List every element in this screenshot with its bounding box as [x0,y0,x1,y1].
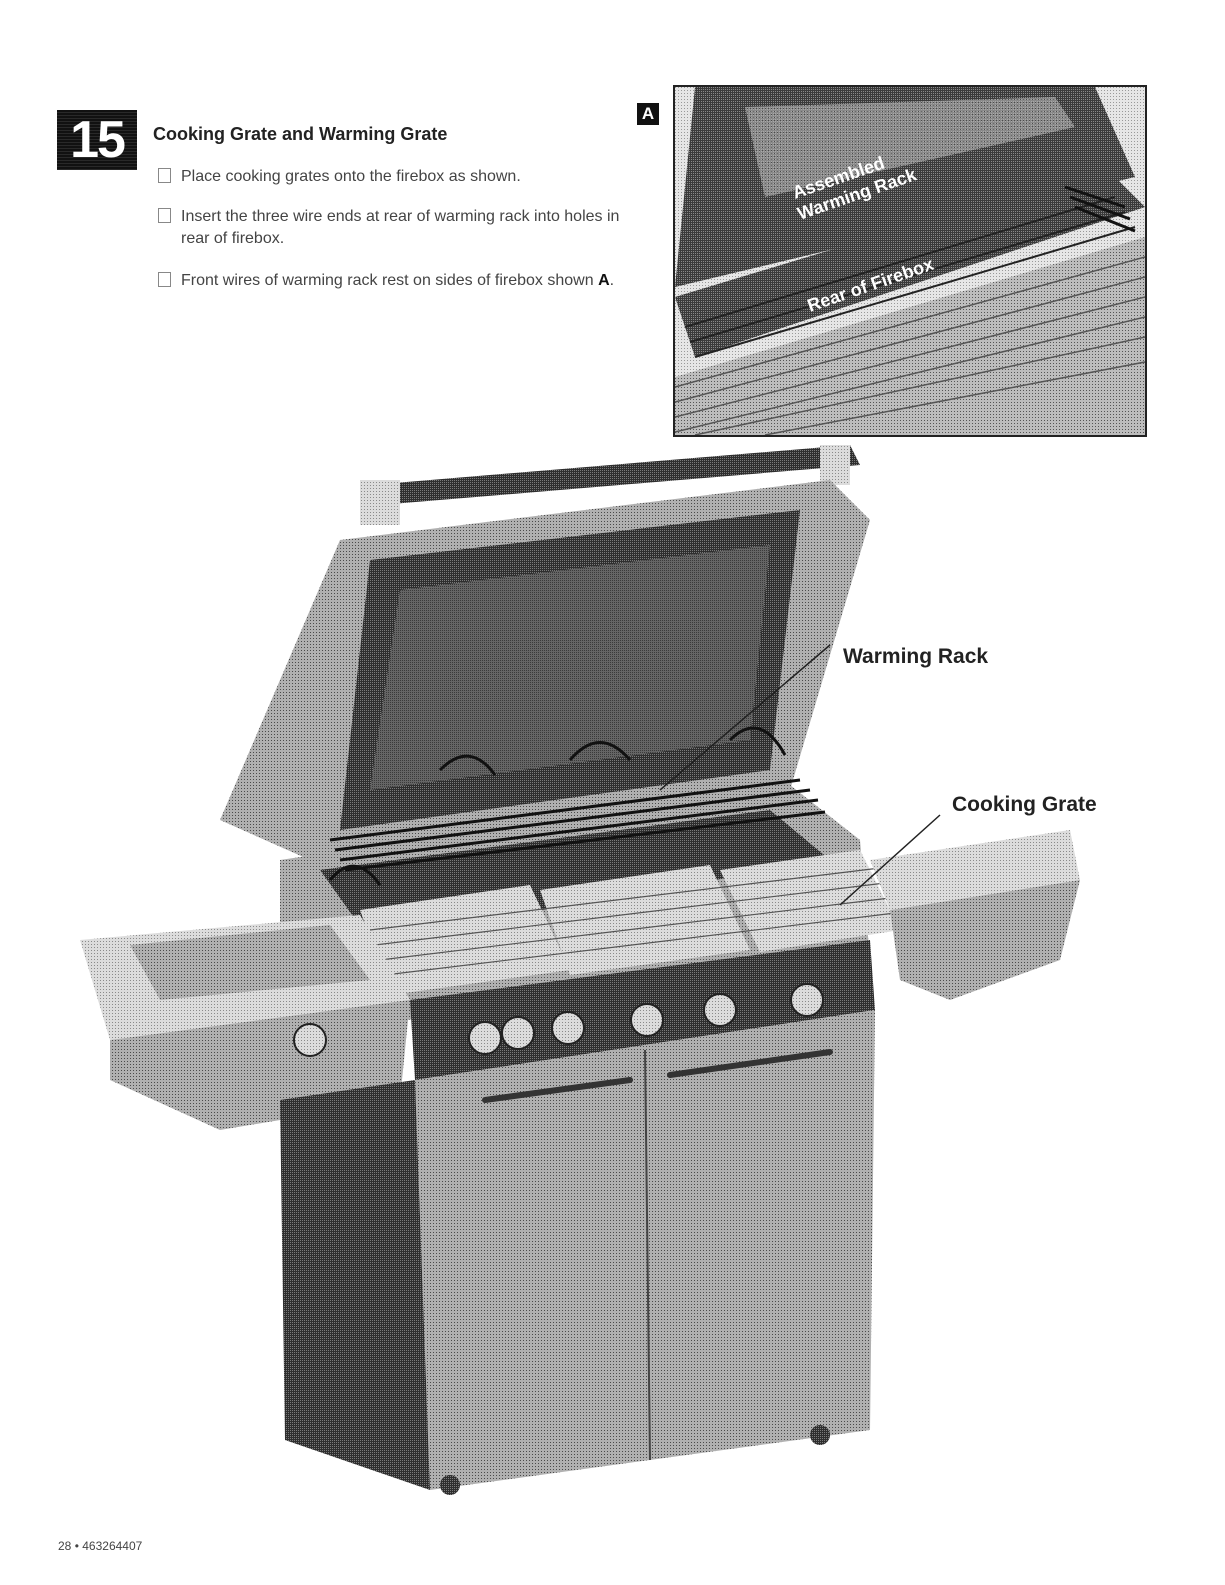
page-number: 28 [58,1539,72,1553]
footer-separator: • [74,1539,79,1553]
instruction-item: Place cooking grates onto the firebox as… [158,166,636,188]
page-footer: 28 • 463264407 [58,1539,142,1553]
checkbox-icon[interactable] [158,208,171,223]
instruction-item: Insert the three wire ends at rear of wa… [158,206,636,250]
checkbox-icon[interactable] [158,168,171,183]
instruction-figure-ref: A [598,272,610,289]
step-title: Cooking Grate and Warming Grate [153,124,448,144]
step-number-badge: 15 [57,110,137,170]
grill-illustration [70,440,1160,1500]
callout-warming-rack: Warming Rack [843,645,989,668]
checkbox-icon[interactable] [158,272,171,287]
grill-drawing [80,445,1080,1495]
inset-badge: A [637,103,659,125]
inset-drawing: Assembled Warming Rack Rear of Firebox [675,87,1145,435]
callout-cooking-grate: Cooking Grate [952,793,1097,816]
instruction-item: Front wires of warming rack rest on side… [158,270,636,292]
inset-illustration: Assembled Warming Rack Rear of Firebox [673,85,1147,437]
document-number: 463264407 [82,1539,143,1553]
